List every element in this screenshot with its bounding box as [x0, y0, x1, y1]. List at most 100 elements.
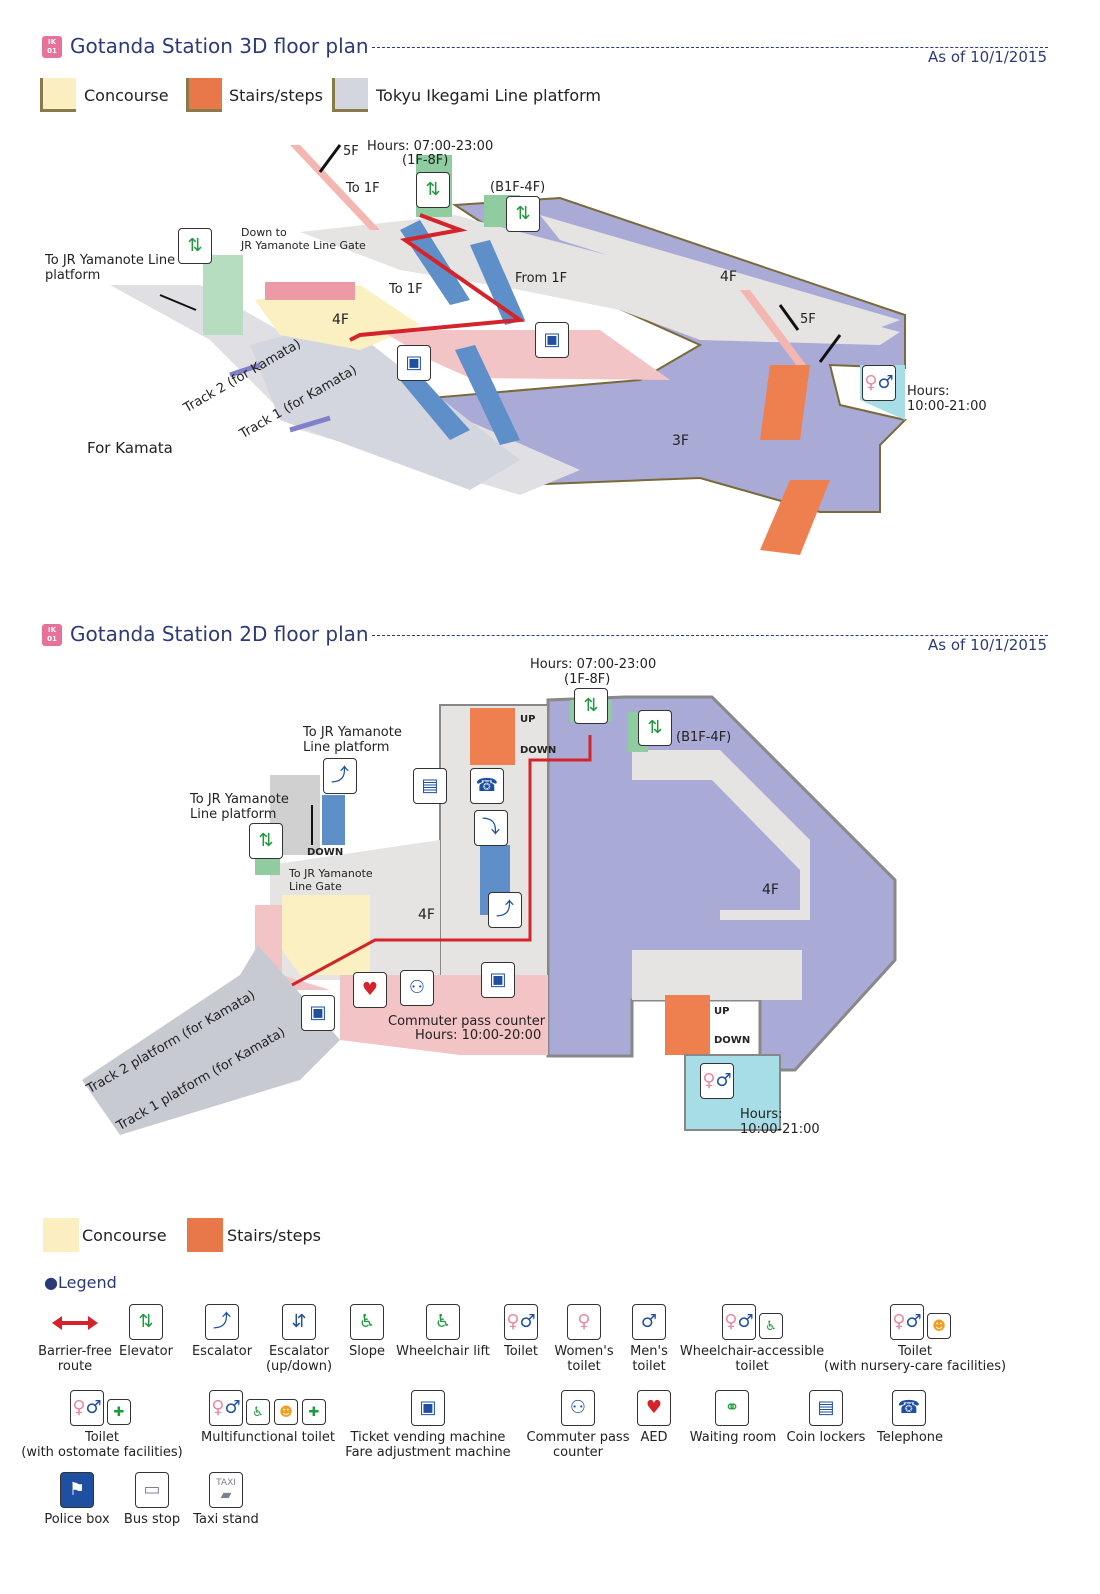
commuter-pass-counter-icon: ⚇ [400, 970, 434, 1006]
label-for-kamata: For Kamata [87, 439, 173, 457]
platform-2d [82, 945, 340, 1135]
concourse-upper-gray [540, 215, 900, 335]
barrier-free-route-legend-arrow [52, 1316, 98, 1330]
label-to-1f-stairs: To 1F [346, 181, 380, 196]
legend-heading-text: Legend [57, 1273, 117, 1292]
label-down-to-gate: Down to [241, 226, 287, 239]
toilet-hours-2d: Hours: [740, 1107, 783, 1122]
wheelchair-toilet-icon: ♀♂ [722, 1304, 756, 1340]
concourse-swatch-label: Concourse [84, 86, 169, 105]
legend-label-nursery-toilet: Toilet(with nursery-care facilities) [823, 1344, 1007, 1374]
telephone-icon: ☎ [892, 1390, 926, 1426]
slope-icon: ♿ [350, 1304, 384, 1340]
police-box-icon: ⚑ [60, 1472, 94, 1508]
label-to-jr-elevator-2: Line platform [190, 807, 277, 822]
stairs-swatch [187, 1218, 223, 1252]
label-floor-4f-east-2d: 4F [762, 882, 779, 898]
plan-3d-title: Gotanda Station 3D floor plan [70, 34, 369, 58]
label-floor-4f-east: 4F [720, 269, 737, 285]
arrow-down-east [818, 334, 842, 363]
plan-3d-shapes [110, 144, 907, 555]
baby-icon: ☻ [927, 1313, 951, 1339]
toilet-icon: ♀♂ [504, 1304, 538, 1340]
legend-label-aed: AED [640, 1430, 668, 1445]
arrow-5f-east [778, 304, 800, 331]
toilet-hours-3d-2: 10:00-21:00 [907, 399, 987, 414]
south-walkway-2d [632, 950, 802, 1000]
stairs-5f [290, 145, 380, 230]
escalator-icon: ⤴ [205, 1304, 239, 1340]
stairs-north-2d [470, 708, 515, 765]
stairs-east-2 [760, 365, 810, 440]
stairs-east-3 [760, 480, 830, 555]
inner-purple-2d [632, 780, 800, 910]
taxi-stand-icon: TAXI▰ [209, 1472, 243, 1508]
legend-heading: ●Legend [44, 1273, 117, 1292]
ostomate-toilet-icon: ♀♂ [70, 1390, 104, 1426]
label-down-jr: DOWN [307, 847, 344, 858]
arrow-track-1 [289, 415, 331, 433]
plan-2d-date: As of 10/1/2015 [928, 636, 1047, 654]
ticket-machine-icon: ▣ [301, 995, 335, 1031]
elevator-icon: ⇅ [574, 688, 608, 724]
toilet-icon: ♀♂ [700, 1063, 734, 1099]
concourse-swatch [43, 1218, 79, 1252]
plan-2d-title: Gotanda Station 2D floor plan [70, 622, 369, 646]
mens-toilet-icon: ♂ [632, 1304, 666, 1340]
baby-icon: ☻ [274, 1399, 298, 1425]
wheelchair-icon: ♿ [246, 1399, 270, 1425]
elevator-icon: ⇅ [129, 1304, 163, 1340]
aed-icon: ♥ [637, 1390, 671, 1426]
escalator-icon: ⤵ [474, 810, 508, 846]
stairs-swatch-label: Stairs/steps [227, 1226, 321, 1245]
label-floor-4f-west: 4F [332, 312, 349, 328]
label-floor-3f: 3F [672, 433, 689, 449]
legend-label-telephone: Telephone [876, 1430, 944, 1445]
coin-lockers-icon: ▤ [413, 768, 447, 804]
arrow-5f [318, 144, 342, 173]
escalator-up-down-icon: ⇵ [282, 1304, 316, 1340]
escalator-icon: ⤴ [323, 758, 357, 794]
multifunctional-toilet-icon: ♀♂ [209, 1390, 243, 1426]
elevator-icon: ⇅ [249, 823, 283, 859]
bus-stop-icon: ▭ [135, 1472, 169, 1508]
legend-label-multifunctional-toilet: Multifunctional toilet [201, 1430, 335, 1445]
escalator-3d-2 [470, 240, 525, 325]
legend-label-coin-lockers: Coin lockers [786, 1430, 866, 1445]
womens-toilet-icon: ♀ [567, 1304, 601, 1340]
elevator-floors-1f-8f: (1F-8F) [402, 153, 449, 168]
label-floor-4f-central: 4F [418, 907, 435, 923]
legend-label-taxi-stand: Taxi stand [193, 1512, 259, 1527]
legend-label-ostomate-toilet: Toilet(with ostomate facilities) [21, 1430, 183, 1460]
legend-label-escalator: Escalator [191, 1344, 253, 1359]
toilet-hours-2d-2: 10:00-21:00 [740, 1122, 820, 1137]
legend-label-wheelchair-lift: Wheelchair lift [396, 1344, 490, 1359]
elevator-icon: ⇅ [638, 710, 672, 746]
wheelchair-lift-icon: ♿ [426, 1304, 460, 1340]
legend-label-toilet: Toilet [503, 1344, 539, 1359]
escalator-jr-2d [322, 795, 345, 845]
label-commuter-hours: Hours: 10:00-20:00 [415, 1028, 542, 1043]
concourse-pink [380, 330, 670, 380]
stairs-east-1 [740, 290, 810, 370]
ticket-machine-icon: ▣ [535, 322, 569, 358]
stairs-swatch [186, 78, 222, 112]
label-up-north: UP [520, 714, 536, 725]
elevator-icon: ⇅ [178, 228, 212, 264]
barrier-free-route-2d [291, 735, 592, 987]
elevator-hours-3d: Hours: 07:00-23:00 [367, 139, 494, 154]
barrier-free-route-3d [349, 213, 526, 342]
label-to-gate: To JR Yamanote [289, 867, 373, 880]
toilet-icon: ♀♂ [862, 365, 896, 401]
line-badge-icon: IK 01 [42, 624, 62, 646]
toilet-hours-3d: Hours: [907, 384, 950, 399]
concourse-swatch [40, 78, 76, 112]
label-floor-5f: 5F [800, 312, 816, 327]
plan-2d-shapes [82, 695, 897, 1135]
concourse-4f-gray [300, 215, 900, 345]
